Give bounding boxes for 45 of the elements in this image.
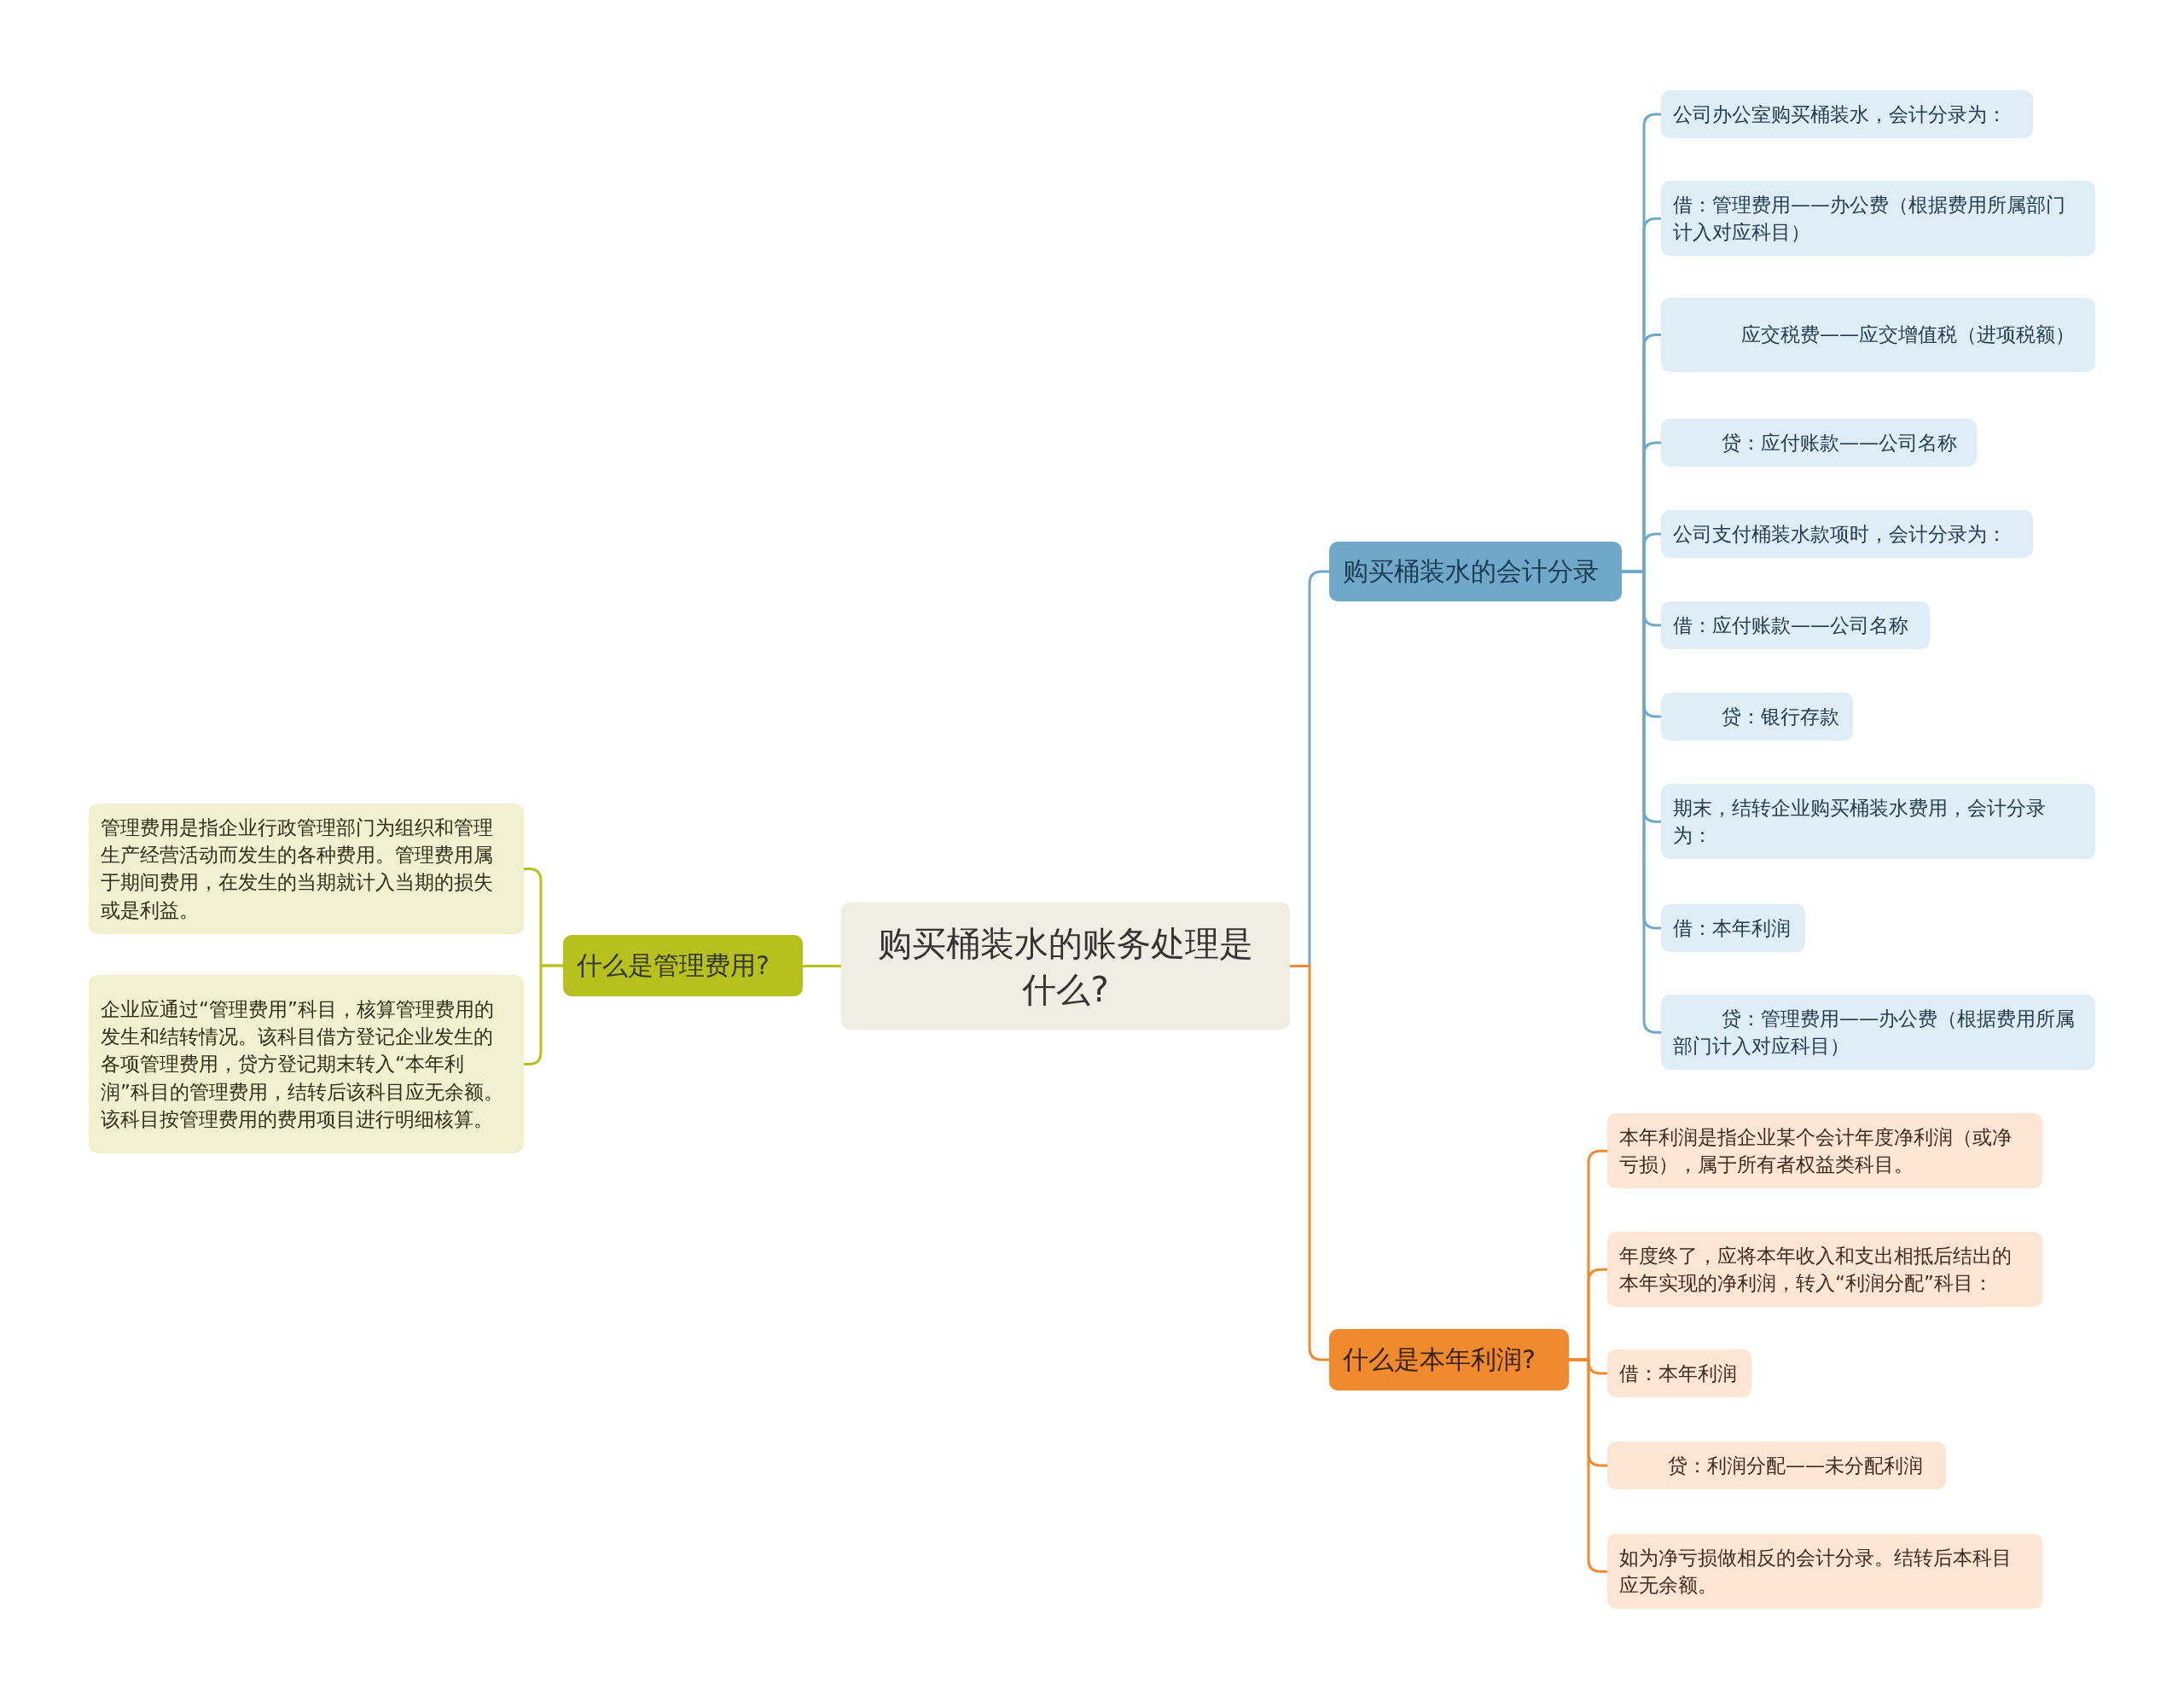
subtopic-text: 本年利润是指企业某个会计年度净利润（或净亏损），属于所有者权益类科目。 xyxy=(1619,1125,2013,1178)
branch-topic-box xyxy=(1329,1329,1569,1390)
subtopic-text: 借：管理费用——办公费（根据费用所属部门计入对应科目） xyxy=(1673,193,2066,246)
subtopic-text: 借：应付账款——公司名称 xyxy=(1673,613,1909,638)
subtopic-box xyxy=(89,975,524,1153)
connector-line xyxy=(803,965,841,967)
branch-topic-box xyxy=(1329,542,1622,601)
subtopic-box xyxy=(1607,1113,2042,1189)
subtopic-box xyxy=(1661,995,2095,1071)
subtopic-box xyxy=(1607,1534,2042,1610)
subtopic-box xyxy=(1661,181,2095,257)
subtopic-box xyxy=(89,804,524,934)
subtopic-box xyxy=(1607,1232,2042,1308)
branch-topic-text: 购买桶装水的会计分录 xyxy=(1343,554,1600,588)
subtopic-box xyxy=(1607,1442,1946,1490)
subtopic-text: 借：本年利润 xyxy=(1673,916,1792,941)
central-topic-text: 购买桶装水的账务处理是什么? xyxy=(877,922,1254,1011)
subtopic-text: 贷：利润分配——未分配利润 xyxy=(1667,1454,1924,1478)
subtopic-box xyxy=(1607,1350,1751,1398)
subtopic-box xyxy=(1661,419,1977,467)
subtopic-text: 贷：银行存款 xyxy=(1721,705,1840,729)
branch-topic-box xyxy=(563,935,803,996)
subtopic-text: 公司支付桶装水款项时，会计分录为： xyxy=(1673,522,2007,547)
connector-line xyxy=(1290,965,1329,1361)
subtopic-box xyxy=(1661,904,1805,953)
connector-line xyxy=(1569,1358,1607,1573)
subtopic-text: 借：本年利润 xyxy=(1619,1361,1738,1386)
subtopic-text: 贷：管理费用——办公费（根据费用所属部门计入对应科目） xyxy=(1673,1007,2076,1059)
subtopic-text: 公司办公室购买桶装水，会计分录为： xyxy=(1673,102,2007,127)
subtopic-text: 如为净亏损做相反的会计分录。结转后本科目应无余额。 xyxy=(1619,1546,2013,1599)
subtopic-text: 贷：应付账款——公司名称 xyxy=(1721,431,1958,456)
central-topic-box xyxy=(841,903,1290,1030)
subtopic-box xyxy=(1661,298,2095,372)
subtopic-text: 企业应通过“管理费用”科目，核算管理费用的发生和结转情况。该科目借方登记企业发生的各项管理费用，贷方登记期末转入“本年利润”科目的管理费用，结转后该科目应无余额。该科目按管理费用的费用项目进行明细核算。 xyxy=(101,997,504,1132)
subtopic-text: 年度终了，应将本年收入和支出相抵后结出的本年实现的净利润，转入“利润分配”科目： xyxy=(1619,1244,2013,1297)
subtopic-text: 期末，结转企业购买桶装水费用，会计分录为： xyxy=(1673,796,2047,849)
subtopic-text: 应交税费——应交增值税（进项税额） xyxy=(1740,322,2076,348)
subtopic-text: 管理费用是指企业行政管理部门为组织和管理生产经营活动而发生的各种费用。管理费用属于期间费用，在发生的当期就计入当期的损失或是利益。 xyxy=(101,816,494,923)
subtopic-box xyxy=(1661,90,2033,139)
branch-topic-text: 什么是管理费用? xyxy=(577,949,770,982)
subtopic-box xyxy=(1661,510,2033,559)
subtopic-box xyxy=(1661,693,1853,741)
subtopic-box xyxy=(1661,601,1930,650)
subtopic-box xyxy=(1661,784,2095,860)
branch-topic-text: 什么是本年利润? xyxy=(1343,1343,1536,1376)
